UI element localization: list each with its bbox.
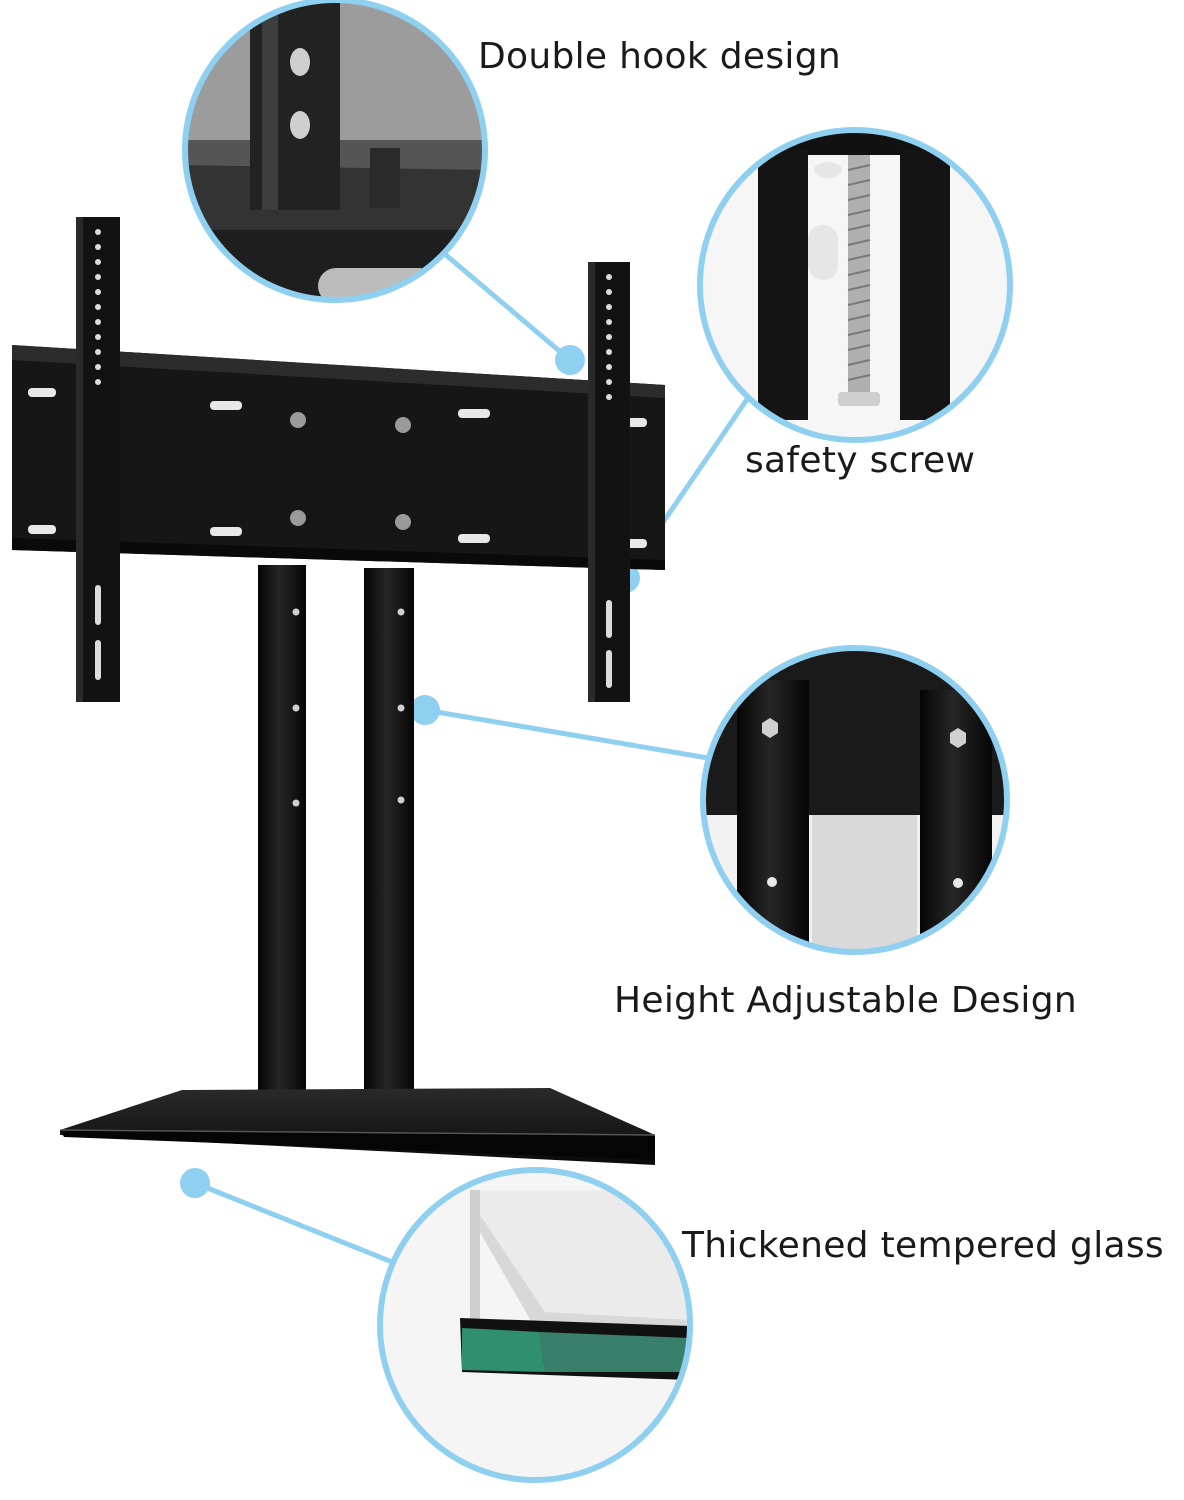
tempered-glass-label: Thickened tempered glass <box>682 1225 1164 1266</box>
double-hook-label: Double hook design <box>478 36 841 77</box>
screw-closeup <box>697 127 1013 443</box>
support-poles <box>258 565 414 1122</box>
height-adjustable-label: Height Adjustable Design <box>614 980 1077 1021</box>
wall-plate <box>12 345 665 570</box>
glass-base <box>59 1088 656 1165</box>
left-bracket <box>76 217 120 702</box>
hook-closeup <box>182 0 488 303</box>
glass-edge-closeup <box>377 1167 693 1483</box>
safety-screw-label: safety screw <box>745 440 976 481</box>
right-bracket <box>588 262 630 702</box>
pillar-closeup <box>700 645 1010 955</box>
